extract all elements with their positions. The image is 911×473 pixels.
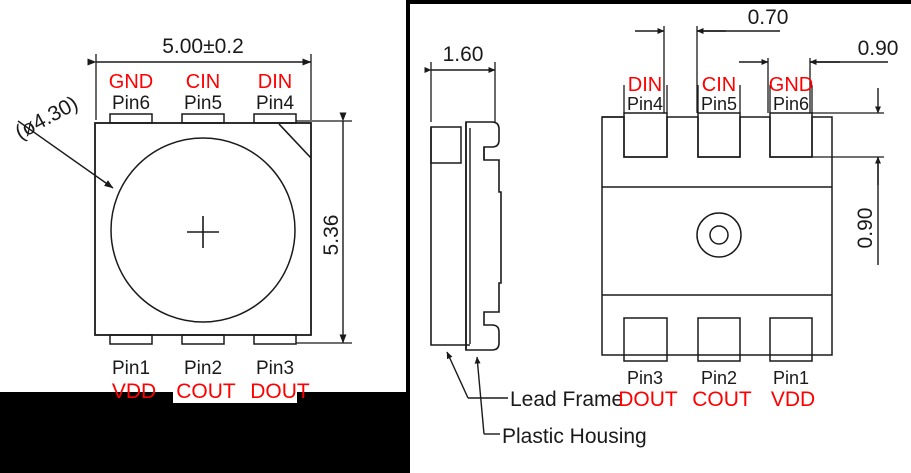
top-view-panel-extension [173,392,297,403]
top-view-panel [0,0,406,392]
right-views-panel [410,4,911,473]
